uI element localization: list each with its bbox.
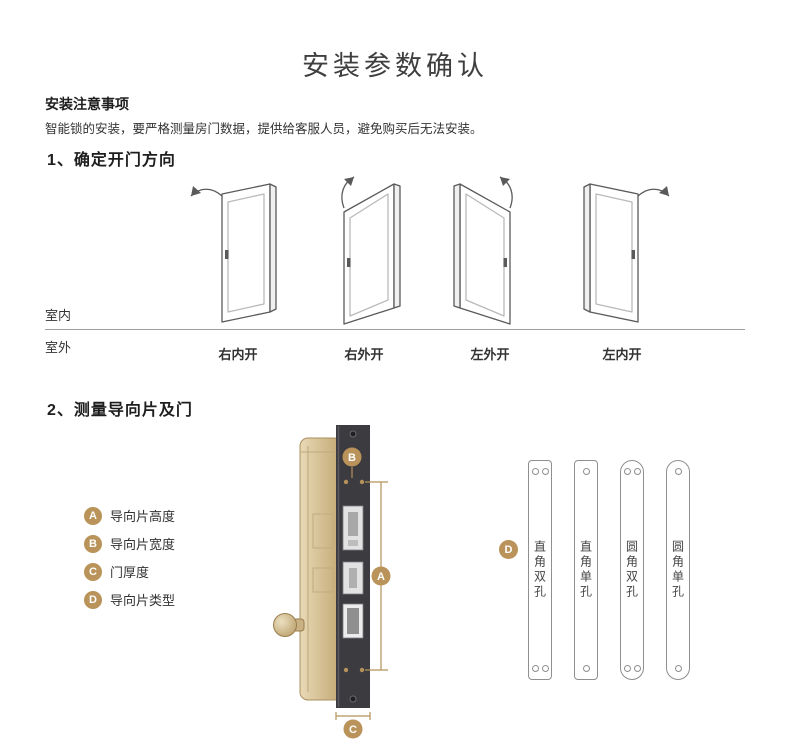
hole-icon [623,665,631,672]
measure-c [335,712,371,739]
plate-label: 圆角单孔 [670,540,685,600]
section2-heading: 2、测量导向片及门 [47,402,193,419]
marker-b-label: B [348,452,356,464]
mortise-plate [336,425,370,708]
indoor-outdoor-divider-line [45,329,745,330]
lock-measurement-illustration: B A C [268,418,408,745]
measure-b [342,447,365,485]
hole-icon [531,468,539,475]
legend-row-a: A 导向片高度 [84,506,175,525]
hole-icon [531,665,539,672]
badge-c-icon: C [84,562,102,581]
plate-holes-top [667,468,689,475]
legend-row-b: B 导向片宽度 [84,534,175,553]
marker-c-label: C [349,724,357,736]
measurement-legend: A 导向片高度 B 导向片宽度 C 门厚度 D 导向片类型 [84,506,175,618]
legend-row-c: C 门厚度 [84,562,175,581]
plate-holes-top [621,468,643,475]
plate-holes-top [575,468,597,475]
lock-knob [273,613,305,637]
measure-a [343,481,391,673]
door-left-outward-icon [453,176,513,325]
door-right-outward-icon [341,176,401,325]
door-figure-left-inward: 左内开 [562,172,682,363]
notes-body: 智能锁的安装，要严格测量房门数据，提供给客服人员，避免购买后无法安装。 [45,122,483,136]
door-label: 左内开 [602,347,642,362]
hole-icon [633,468,641,475]
plate-square-double-hole: 直角双孔 [528,460,552,680]
legend-label: 门厚度 [110,565,150,580]
door-left-inward-icon [583,183,670,323]
guide-plate-types: 直角双孔 直角单孔 圆角双孔 圆角单孔 [528,460,690,680]
legend-label: 导向片高度 [110,509,176,524]
plate-holes-bottom [529,665,551,672]
notes-heading: 安装注意事项 [45,96,129,112]
door-figure-left-outward: 左外开 [430,172,550,363]
legend-label: 导向片类型 [110,593,176,608]
hole-icon [541,468,549,475]
outdoor-label: 室外 [45,340,72,355]
page-title: 安装参数确认 [302,51,488,82]
hole-icon [582,468,590,475]
plate-label: 圆角双孔 [624,540,639,600]
door-label: 右外开 [344,347,384,362]
door-label: 右内开 [218,347,258,362]
hole-icon [623,468,631,475]
plate-holes-bottom [575,665,597,672]
plate-holes-top [529,468,551,475]
plate-square-single-hole: 直角单孔 [574,460,598,680]
hole-icon [674,665,682,672]
badge-b-icon: B [84,534,102,553]
door-right-inward-icon [190,183,277,323]
plate-round-single-hole: 圆角单孔 [666,460,690,680]
plate-round-double-hole: 圆角双孔 [620,460,644,680]
hole-icon [633,665,641,672]
plate-holes-bottom [667,665,689,672]
smart-lock-icon: B A C [273,425,391,739]
plate-label: 直角单孔 [578,540,593,600]
door-figure-right-inward: 右内开 [178,172,298,363]
door-figure-right-outward: 右外开 [304,172,424,363]
lock-body [299,437,343,701]
badge-d-icon: D [84,590,102,609]
badge-a-icon: A [84,506,102,525]
hole-icon [582,665,590,672]
plate-holes-bottom [621,665,643,672]
plate-label: 直角双孔 [532,540,547,600]
section1-heading: 1、确定开门方向 [47,152,176,169]
legend-label: 导向片宽度 [110,537,176,552]
marker-d-badge: D [499,540,518,559]
hole-icon [674,468,682,475]
door-label: 左外开 [470,347,510,362]
hole-icon [541,665,549,672]
indoor-label: 室内 [45,308,72,323]
marker-a-label: A [377,571,385,583]
legend-row-d: D 导向片类型 [84,590,175,609]
